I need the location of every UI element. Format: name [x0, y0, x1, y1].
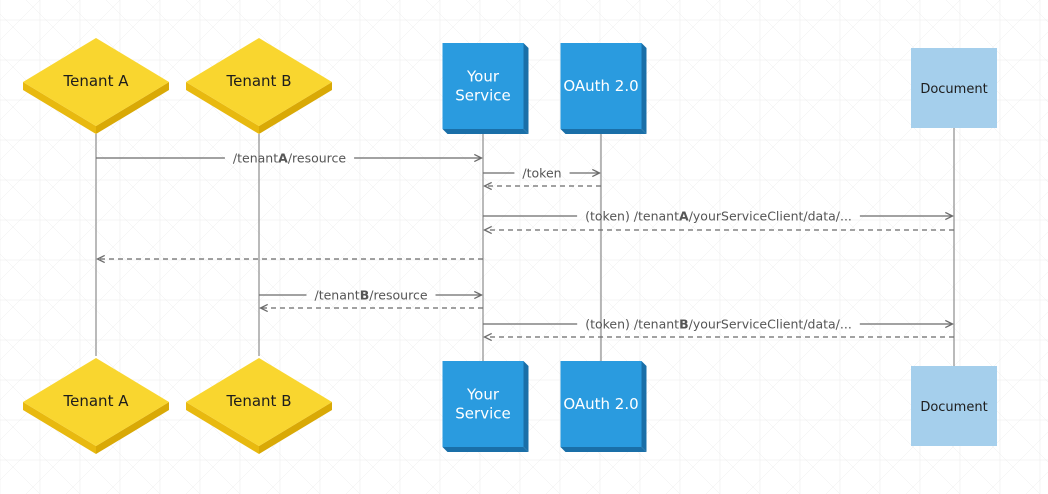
your-service-label: Service	[455, 405, 510, 423]
msg-4-label: (token) /tenantA/yourServiceClient/data/…	[585, 209, 852, 224]
your-service-label: Your	[466, 68, 500, 86]
oauth-bottom: OAuth 2.0	[560, 361, 647, 452]
msg-9-label: (token) /tenantB/yourServiceClient/data/…	[585, 317, 852, 332]
oauth-label: OAuth 2.0	[563, 395, 638, 413]
msg-7: /tenantB/resource	[259, 288, 482, 303]
tenant-a-bottom: Tenant A	[23, 358, 169, 454]
tenant-a-label: Tenant A	[63, 72, 130, 90]
oauth-label: OAuth 2.0	[563, 77, 638, 95]
msg-1-label: /tenantA/resource	[233, 151, 346, 166]
your-service-label: Your	[466, 386, 500, 404]
document-label: Document	[920, 400, 987, 415]
msg-2-label: /token	[522, 166, 561, 181]
tenant-b-bottom: Tenant B	[186, 358, 332, 454]
msg-1: /tenantA/resource	[96, 151, 482, 166]
document-bottom: Document	[911, 366, 997, 446]
msg-2: /token	[483, 166, 600, 181]
msg-9: (token) /tenantB/yourServiceClient/data/…	[483, 317, 953, 332]
lifelines	[95, 128, 955, 366]
msg-4: (token) /tenantA/yourServiceClient/data/…	[483, 209, 953, 224]
tenant-b-label: Tenant B	[226, 392, 292, 410]
tenant-a-top: Tenant A	[23, 38, 169, 134]
your-service-label: Service	[455, 87, 510, 105]
oauth-top: OAuth 2.0	[560, 43, 647, 134]
messages: /tenantA/resource/token (token) /tenantA/…	[96, 151, 954, 338]
tenant-b-top: Tenant B	[186, 38, 332, 134]
tenant-b-label: Tenant B	[226, 72, 292, 90]
msg-7-label: /tenantB/resource	[314, 288, 427, 303]
document-top: Document	[911, 48, 997, 128]
document-label: Document	[920, 82, 987, 97]
tenant-a-label: Tenant A	[63, 392, 130, 410]
